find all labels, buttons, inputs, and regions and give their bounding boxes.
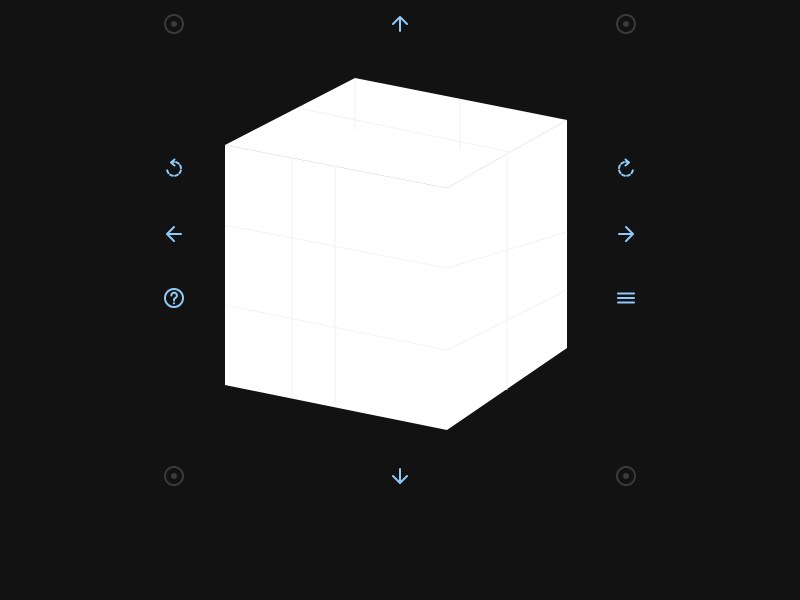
corner-bottom-right xyxy=(614,464,638,488)
cube-top-face[interactable] xyxy=(225,78,567,188)
arrow-right-icon xyxy=(618,226,634,242)
rotate-counterclockwise-icon xyxy=(166,158,182,177)
help-icon xyxy=(164,288,184,308)
radio-dot-icon xyxy=(164,466,184,486)
corner-top-left xyxy=(162,12,186,36)
radio-dot-icon xyxy=(164,14,184,34)
rotate-down-button[interactable] xyxy=(388,464,412,488)
rotate-counterclockwise-button[interactable] xyxy=(162,157,186,181)
cube-left-face[interactable] xyxy=(225,145,447,430)
menu-icon xyxy=(617,292,635,304)
arrow-down-icon xyxy=(392,468,408,484)
radio-dot-icon xyxy=(616,466,636,486)
corner-bottom-left xyxy=(162,464,186,488)
rotate-clockwise-icon xyxy=(618,158,634,177)
menu-button[interactable] xyxy=(614,286,638,310)
rotate-up-button[interactable] xyxy=(388,12,412,36)
rotate-left-button[interactable] xyxy=(162,222,186,246)
help-button[interactable] xyxy=(162,286,186,310)
rotate-right-button[interactable] xyxy=(614,222,638,246)
arrow-left-icon xyxy=(166,226,182,242)
radio-dot-icon xyxy=(616,14,636,34)
rotate-clockwise-button[interactable] xyxy=(614,157,638,181)
corner-top-right xyxy=(614,12,638,36)
cube-grid-lines xyxy=(224,78,568,406)
arrow-up-icon xyxy=(392,16,408,32)
